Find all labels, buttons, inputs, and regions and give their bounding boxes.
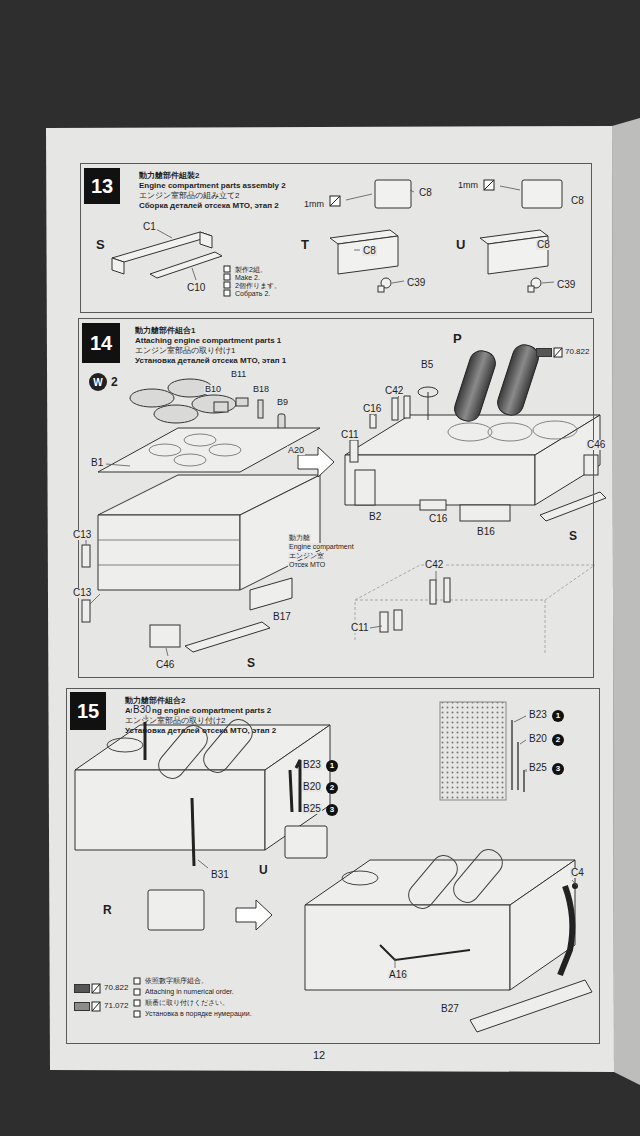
part-label: B10: [204, 385, 222, 394]
note-text: 順番に取り付けください。: [144, 999, 230, 1006]
step-number: 15: [70, 692, 106, 730]
callout-number: 3: [552, 763, 564, 775]
part-label: C46: [155, 660, 175, 670]
step-heading: エンジン室部品の取り付け2: [125, 717, 225, 725]
step-panel: 動力艙部件組裝2Engine compartment parts assembl…: [80, 163, 592, 313]
part-label: 1mm: [303, 200, 325, 209]
step-heading: エンジン室部品の組み立て2: [139, 192, 239, 200]
step-heading: Attaching engine compartment parts 1: [135, 337, 281, 345]
part-label: C11: [340, 430, 360, 440]
part-label: C39: [406, 278, 426, 288]
paint-swatch: [74, 1002, 90, 1011]
part-label: C8: [570, 196, 585, 206]
callout-number: 2: [552, 734, 564, 746]
step-heading: 動力艙部件組合1: [135, 327, 195, 335]
part-label: A16: [388, 970, 408, 980]
part-label: B11: [230, 370, 247, 379]
step-heading: エンジン室部品の取り付け1: [135, 347, 235, 355]
part-label: B20: [528, 734, 548, 744]
part-label: C46: [586, 440, 606, 450]
part-label: B2: [368, 512, 382, 522]
step-letter: T: [300, 238, 310, 251]
step-letter: R: [102, 904, 113, 916]
step-heading: Engine compartment parts assembly 2: [139, 182, 286, 190]
node-text: 15: [77, 700, 99, 723]
paint-code: 70.822: [564, 348, 590, 356]
callout-number: 1: [326, 760, 338, 772]
note-text: 製作2組。: [234, 266, 268, 273]
part-label: B16: [476, 527, 496, 537]
note-text: Attaching in numerical order.: [144, 988, 235, 995]
step-heading: 動力艙部件組裝2: [139, 172, 199, 180]
part-label: C39: [556, 280, 576, 290]
part-label: B30: [132, 705, 152, 715]
note-text: Установка в порядке нумерации.: [144, 1010, 253, 1017]
step-letter: S: [246, 657, 256, 669]
part-label: B5: [420, 360, 434, 370]
step-heading: Установка деталей отсека МТО, этап 2: [125, 727, 276, 735]
part-label: C16: [428, 514, 448, 524]
part-label: B9: [276, 398, 289, 407]
part-label: C13: [72, 588, 92, 598]
part-label: B23: [302, 760, 322, 770]
note-text: Engine compartment: [288, 543, 355, 550]
part-label: B27: [440, 1004, 460, 1014]
step-letter: S: [95, 238, 106, 251]
part-label: A20: [287, 446, 305, 455]
node-text: W: [93, 377, 102, 388]
part-label: B17: [272, 612, 292, 622]
part-label: C13: [72, 530, 92, 540]
step-number: 13: [84, 168, 120, 204]
note-text: 動力艙: [288, 534, 311, 541]
part-label: B23: [528, 710, 548, 720]
step-letter: P: [452, 332, 463, 345]
part-label: C1: [142, 222, 157, 232]
step-letter: 2: [110, 376, 119, 388]
part-label: B1: [90, 458, 104, 468]
callout-number: 1: [552, 710, 564, 722]
callout-number: 2: [326, 782, 338, 794]
note-text: 依照數字順序組合。: [144, 977, 209, 984]
paint-swatch: [74, 984, 90, 993]
step-heading: Установка деталей отсека МТО, этап 1: [135, 357, 286, 365]
part-label: B25: [528, 763, 548, 773]
part-label: C8: [536, 240, 551, 250]
part-label: B20: [302, 782, 322, 792]
step-letter: U: [258, 864, 269, 876]
paint-code: 71.072: [103, 1002, 129, 1010]
node-text: 14: [90, 332, 112, 355]
part-label: B25: [302, 804, 322, 814]
step-panel: 動力艙部件組合1Attaching engine compartment par…: [78, 318, 594, 678]
part-label: C4: [570, 868, 585, 878]
step-number: 14: [82, 323, 120, 363]
part-label: C8: [362, 246, 377, 256]
note-text: Make 2.: [234, 274, 261, 281]
callout-number: 3: [326, 804, 338, 816]
note-text: 2個作ります。: [234, 282, 282, 289]
step-heading: 動力艙部件組合2: [125, 697, 185, 705]
note-text: Отсек МТО: [288, 561, 326, 568]
part-label: C10: [186, 283, 206, 293]
part-label: C11: [350, 623, 370, 633]
part-label: B31: [210, 870, 230, 880]
note-text: エンジン室: [288, 552, 325, 559]
part-label: C8: [418, 188, 433, 198]
paint-code: 70.822: [103, 984, 129, 992]
part-sprue-circle: W: [89, 373, 107, 391]
node-text: 13: [91, 175, 113, 198]
paint-swatch: [536, 348, 552, 357]
page-number: 12: [312, 1050, 326, 1061]
part-label: 1mm: [457, 181, 479, 190]
step-letter: U: [455, 238, 466, 251]
step-letter: S: [568, 530, 578, 542]
part-label: C16: [362, 404, 382, 414]
part-label: B18: [252, 385, 270, 394]
part-label: C42: [424, 560, 444, 570]
step-heading: Сборка деталей отсека МТО, этап 2: [139, 202, 279, 210]
part-label: C42: [384, 386, 404, 396]
note-text: Собрать 2.: [234, 290, 271, 297]
